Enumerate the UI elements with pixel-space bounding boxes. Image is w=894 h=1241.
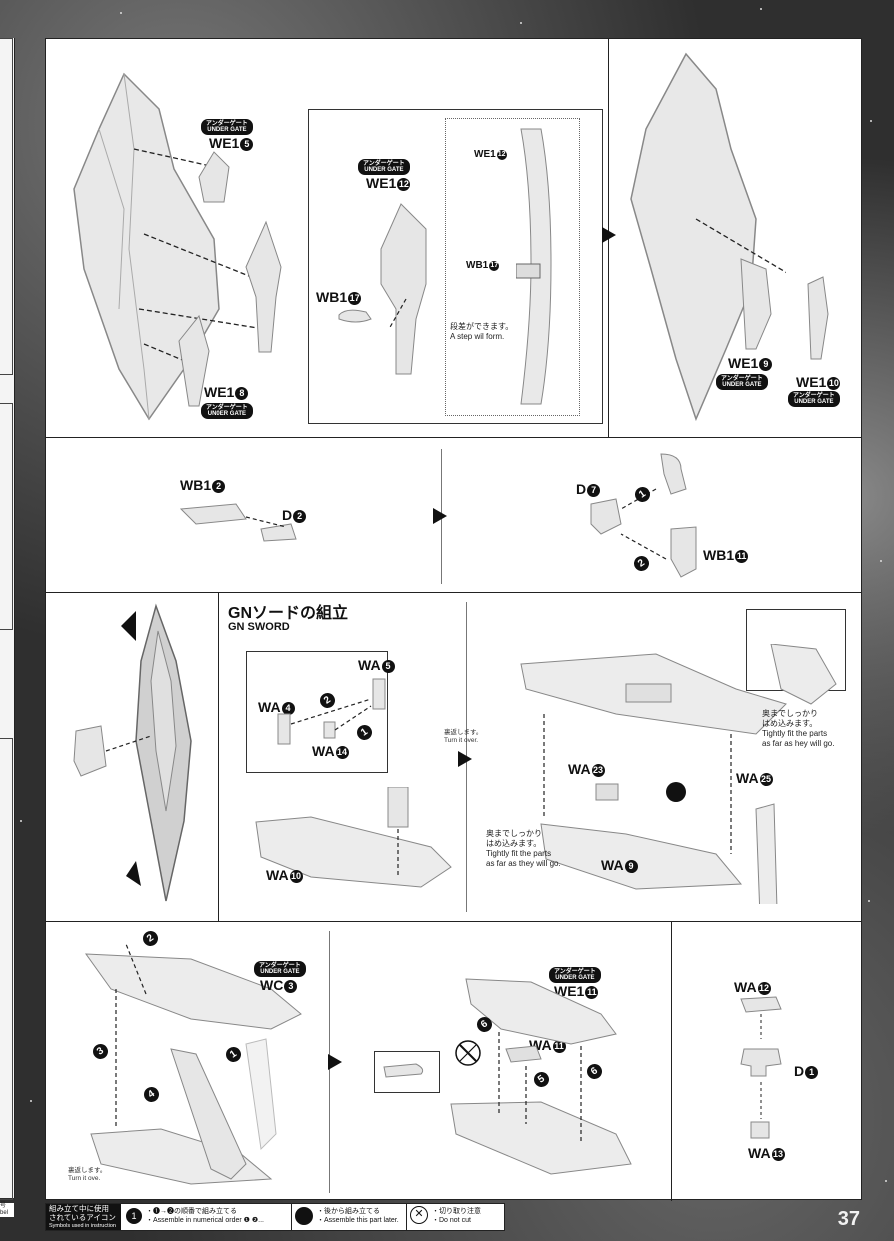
previous-page-footer: 号 bel (0, 1203, 14, 1217)
flip-note: 裏返します。 Turn it ove. (68, 1167, 107, 1182)
blade-frame-assembly-shape (84, 943, 302, 1185)
part-wa-small-assembly-shape (277, 678, 386, 745)
part-we1-12-shape (380, 203, 427, 375)
fit-note-left: 奥までしっかり はめ込みます。 Tightly fit the parts as… (486, 829, 561, 868)
divider (671, 921, 672, 1201)
sword-body-shape (73, 603, 192, 902)
part-we1-10-shape (807, 276, 829, 360)
wing-assembled-shape (630, 52, 786, 422)
blade-assembly-shape (450, 978, 632, 1175)
divider (46, 437, 861, 438)
section-subtitle: GN SWORD (228, 621, 290, 633)
cross-section-box (445, 118, 580, 416)
part-d7-assembly-shape (590, 453, 697, 578)
next-step-arrow (433, 508, 447, 524)
step-note: 段差ができます。 A step wil form. (450, 322, 514, 341)
section-title: GNソードの組立 (228, 605, 349, 622)
flip-note: 裏返します。 Turn it over. (444, 729, 483, 744)
wing-body-part (73, 72, 270, 421)
assemble-later-icon (295, 1207, 313, 1225)
do-not-cut-icon (455, 1040, 481, 1066)
part-we1-5-shape (198, 151, 230, 203)
page-number: 37 (837, 1208, 860, 1230)
legend-item-order: 1 ・❶→❷の順番で組み立てる ・Assemble in numerical o… (126, 1204, 286, 1230)
order-icon: 1 (126, 1208, 142, 1224)
do-not-cut-icon: ✕ (410, 1206, 428, 1224)
previous-page-edge (0, 38, 15, 1200)
next-step-arrow (328, 1054, 342, 1070)
icon-legend: 組み立て中に使用 されているアイコン Symbols used in instr… (45, 1203, 505, 1231)
part-wb1-17-shape (338, 309, 372, 323)
detail-callout-box (308, 109, 603, 424)
detail-callout-box (246, 651, 388, 773)
fit-note-right: 奥までしっかり はめ込みます。 Tightly fit the parts as… (762, 709, 835, 748)
footer-line: 号 (0, 1203, 7, 1209)
next-step-arrow (602, 227, 616, 243)
legend-item-do-not-cut: ✕ ・切り取り注意 ・Do not cut (406, 1204, 508, 1230)
legend-item-later: ・後から組み立てる ・Assemble this part later. (291, 1204, 405, 1230)
sword-assembly-shape (520, 644, 837, 904)
next-step-arrow (458, 751, 472, 767)
part-wa12-d1-assembly-shape (740, 996, 782, 1139)
cross-section-shape (516, 128, 552, 405)
part-wb1-2-assembly-shape (179, 503, 297, 542)
divider (46, 592, 861, 593)
part-wa10-shape (255, 787, 452, 888)
divider (46, 921, 861, 922)
legend-title: 組み立て中に使用 されているアイコン Symbols used in instr… (46, 1204, 121, 1230)
detail-callout-box (374, 1051, 440, 1093)
part-upper-blade-shape (245, 220, 282, 353)
cut-detail-shape (383, 1063, 424, 1078)
footer-line: bel (0, 1210, 9, 1216)
part-we1-9-shape (740, 258, 772, 350)
divider (218, 592, 219, 921)
part-we1-8-shape (178, 314, 210, 407)
